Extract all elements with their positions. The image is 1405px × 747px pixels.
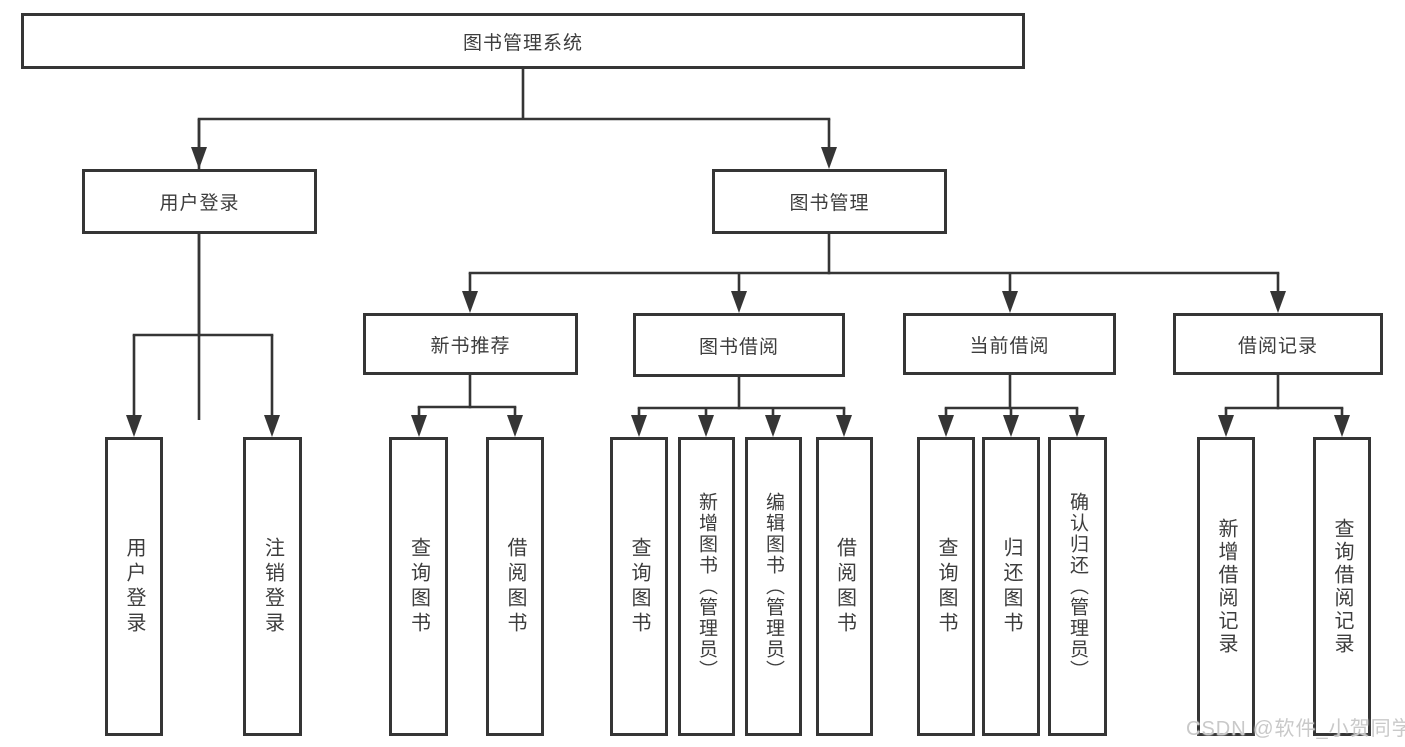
node-book-borrowing-label: 图书借阅 [698, 336, 779, 358]
leaf-add-borrow-record: 新增借阅记录 [1197, 437, 1255, 736]
leaf-borrowing-borrow-books: 借阅图书 [816, 437, 873, 736]
leaf-user-login-label: 用户登录 [123, 536, 145, 637]
leaf-query-borrow-record-label: 查询借阅记录 [1331, 517, 1353, 656]
leaf-add-books-admin-label: 新增图书（管理员） [696, 492, 717, 681]
leaf-borrowing-query-books-label: 查询图书 [628, 536, 650, 637]
node-borrowing-records-label: 借阅记录 [1237, 335, 1318, 357]
node-book-management-label: 图书管理 [789, 193, 870, 214]
leaf-current-query-books-label: 查询图书 [935, 536, 957, 637]
leaf-borrowing-borrow-books-label: 借阅图书 [833, 536, 856, 637]
node-new-book-recommendation-label: 新书推荐 [430, 335, 511, 357]
leaf-newbook-query-books-label: 查询图书 [407, 536, 430, 637]
leaf-add-borrow-record-label: 新增借阅记录 [1215, 517, 1237, 656]
node-borrowing-records: 借阅记录 [1173, 313, 1383, 375]
leaf-logout: 注销登录 [243, 437, 302, 736]
node-user-login-group: 用户登录 [82, 169, 317, 234]
leaf-newbook-query-books: 查询图书 [389, 437, 448, 736]
leaf-edit-books-admin-label: 编辑图书（管理员） [763, 492, 784, 681]
leaf-user-login: 用户登录 [105, 437, 163, 736]
leaf-confirm-return-admin: 确认归还（管理员） [1048, 437, 1107, 736]
leaf-newbook-borrow-books-label: 借阅图书 [504, 536, 526, 637]
node-user-login-group-label: 用户登录 [159, 193, 240, 214]
node-current-borrowing: 当前借阅 [903, 313, 1116, 375]
node-book-management: 图书管理 [712, 169, 947, 234]
leaf-newbook-borrow-books: 借阅图书 [486, 437, 544, 736]
leaf-return-books: 归还图书 [982, 437, 1040, 736]
node-book-borrowing: 图书借阅 [633, 313, 845, 377]
node-root-library-system: 图书管理系统 [21, 13, 1025, 69]
leaf-confirm-return-admin-label: 确认归还（管理员） [1067, 492, 1088, 681]
arrowheads [126, 147, 1350, 437]
csdn-watermark: CSDN @软件_小贺同学 [1186, 718, 1405, 740]
leaf-logout-label: 注销登录 [261, 536, 284, 637]
leaf-query-borrow-record: 查询借阅记录 [1313, 437, 1371, 736]
leaf-return-books-label: 归还图书 [1000, 536, 1022, 637]
leaf-add-books-admin: 新增图书（管理员） [678, 437, 735, 736]
node-current-borrowing-label: 当前借阅 [969, 335, 1050, 357]
leaf-current-query-books: 查询图书 [917, 437, 975, 736]
leaf-edit-books-admin: 编辑图书（管理员） [745, 437, 802, 736]
leaf-borrowing-query-books: 查询图书 [610, 437, 668, 736]
node-root-label: 图书管理系统 [462, 32, 583, 54]
node-new-book-recommendation: 新书推荐 [363, 313, 578, 375]
